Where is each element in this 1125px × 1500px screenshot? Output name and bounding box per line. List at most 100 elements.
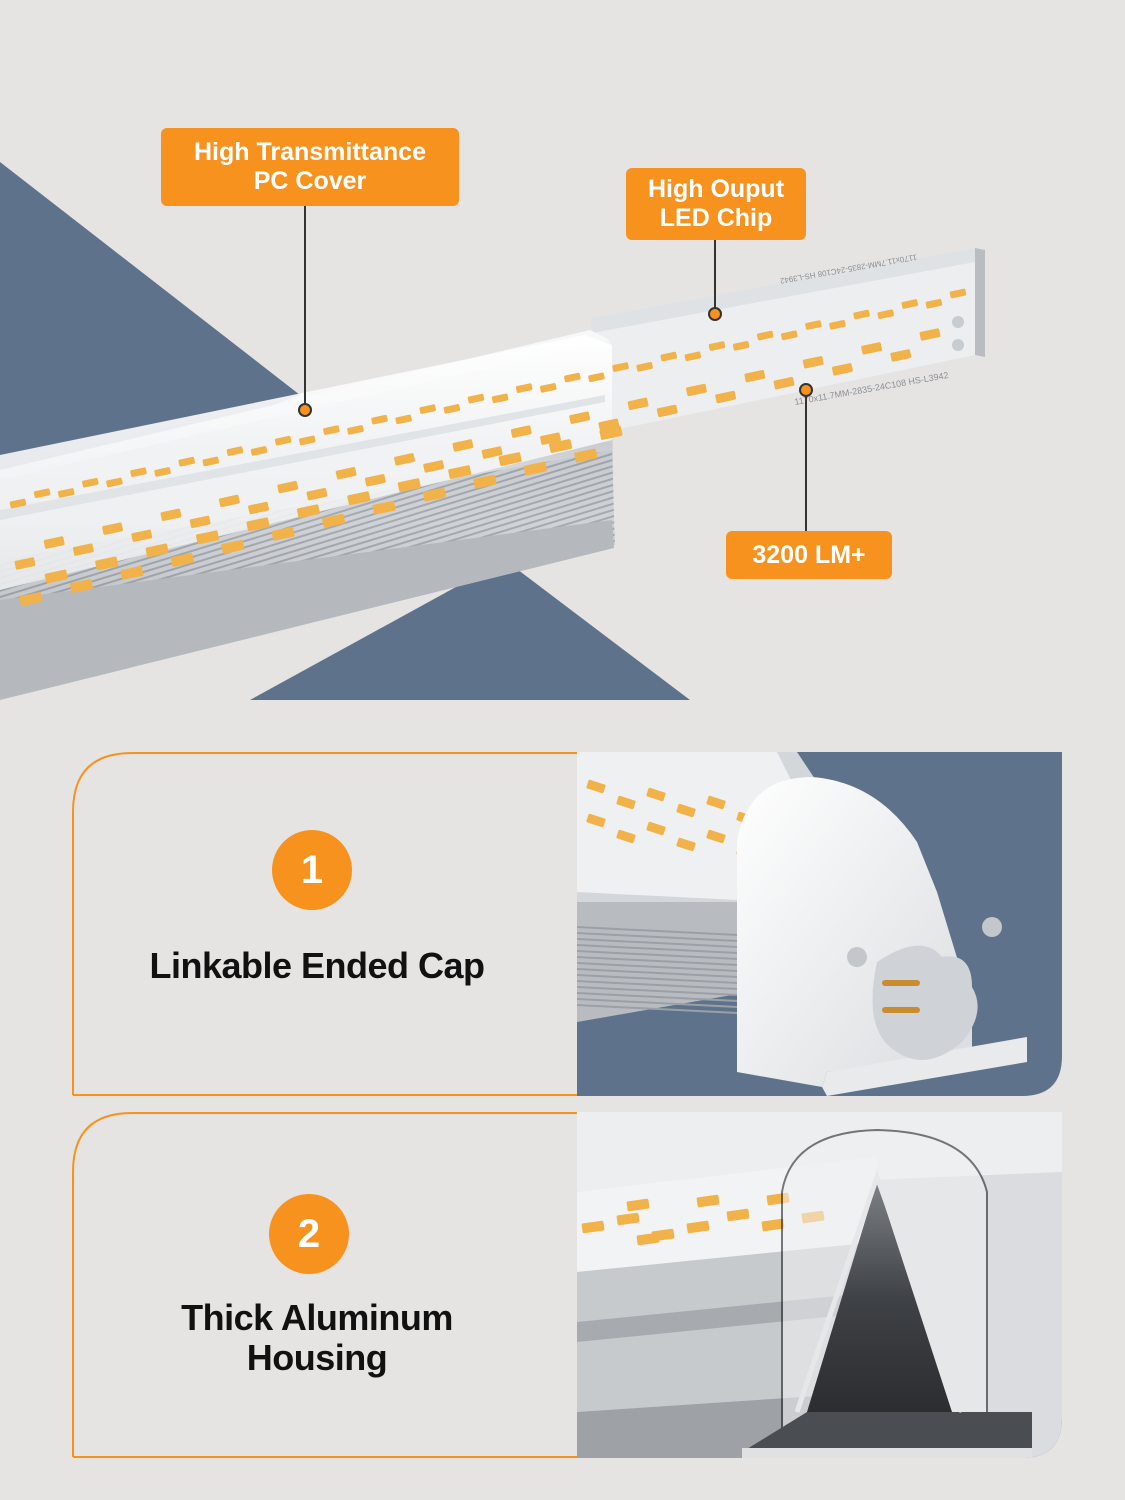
led-chip	[72, 543, 94, 556]
led-chip	[43, 536, 65, 549]
led-chip	[218, 494, 240, 508]
led-chip	[481, 446, 503, 459]
led-chip	[829, 319, 846, 330]
led-chip	[202, 456, 220, 467]
led-chip	[178, 456, 195, 467]
led-chip	[773, 376, 795, 390]
led-chip	[732, 340, 750, 351]
led-chip	[949, 288, 967, 299]
led-chip	[901, 299, 919, 309]
callout-led-chip: High Ouput LED Chip	[626, 168, 806, 240]
led-chip	[82, 477, 99, 488]
feature-1-text: 1 Linkable Ended Cap	[72, 752, 577, 1096]
feature-number-badge: 1	[272, 830, 352, 910]
led-chip	[588, 372, 605, 383]
led-chip	[196, 530, 220, 545]
led-chip	[443, 404, 461, 414]
led-chip	[395, 414, 412, 425]
led-chip	[347, 491, 371, 506]
end-cap-photo	[577, 752, 1062, 1096]
led-chip	[347, 425, 364, 435]
led-chip	[473, 474, 497, 489]
pin-icon	[882, 1007, 920, 1013]
feature-2-frame	[72, 1112, 997, 1458]
led-chip	[9, 498, 27, 509]
led-chip	[323, 425, 340, 435]
feature-title: Linkable Ended Cap	[72, 945, 562, 986]
led-chip	[540, 432, 561, 445]
led-chip	[676, 837, 696, 852]
led-chip	[656, 404, 678, 418]
led-chip	[676, 803, 696, 818]
led-chip	[616, 1212, 640, 1226]
led-chip	[57, 488, 75, 498]
led-chip	[761, 1218, 785, 1232]
led-chip	[423, 460, 445, 473]
led-chip	[515, 383, 533, 393]
led-chip	[802, 356, 824, 369]
led-chip	[612, 362, 629, 372]
led-chip	[372, 500, 396, 515]
aluminum-profile	[807, 1182, 952, 1412]
pc-cover	[0, 335, 612, 590]
feature-card-end-cap: 1 Linkable Ended Cap	[72, 752, 1062, 1096]
led-chip	[686, 383, 707, 397]
led-chip	[154, 467, 171, 477]
callout-pc-cover-line2: PC Cover	[253, 167, 367, 195]
led-chip	[248, 501, 269, 515]
led-chip-array	[9, 288, 967, 606]
led-chip	[296, 504, 320, 519]
led-chip	[586, 813, 606, 828]
feature-title-line: Housing	[246, 1337, 388, 1379]
led-chip	[14, 557, 36, 570]
led-chip	[805, 320, 822, 330]
callout-lumens-label: 3200 LM+	[752, 540, 866, 569]
callout-lumens: 3200 LM+	[726, 531, 892, 579]
feature-title: Thick Aluminum Housing	[72, 1297, 562, 1379]
led-chip	[306, 487, 328, 501]
led-chip	[636, 362, 653, 372]
led-chip	[599, 426, 623, 440]
led-chip	[574, 448, 598, 463]
led-chip	[277, 480, 299, 494]
led-chip	[660, 351, 678, 362]
housing-cross-section-photo	[577, 1112, 1062, 1458]
led-chip	[170, 552, 194, 567]
led-chip	[564, 372, 581, 383]
led-chip	[106, 477, 123, 488]
led-chip	[145, 543, 169, 558]
led-chip	[636, 1232, 660, 1246]
led-chip	[919, 328, 941, 341]
led-chip	[646, 821, 666, 836]
led-chip	[861, 342, 883, 355]
feature-title-line: Thick Aluminum	[181, 1297, 453, 1338]
led-chip	[44, 569, 68, 584]
led-chip	[756, 330, 774, 341]
led-chips-closeup	[581, 1192, 825, 1246]
led-chip	[419, 404, 437, 414]
led-chip	[452, 439, 474, 452]
led-chip	[686, 1220, 710, 1234]
led-chip	[322, 513, 346, 528]
led-chip	[539, 383, 557, 393]
led-chip	[364, 474, 386, 487]
led-chip	[708, 341, 726, 351]
led-chip	[271, 526, 295, 541]
led-chip	[33, 488, 51, 499]
feature-card-aluminum-housing: 2 Thick Aluminum Housing	[72, 1112, 1062, 1458]
pin-icon	[882, 980, 920, 986]
callout-pc-cover-line1: High Transmittance	[194, 138, 426, 167]
led-chip	[890, 349, 912, 362]
led-chip	[491, 393, 509, 404]
feature-number-badge: 2	[269, 1194, 349, 1274]
led-chip	[831, 363, 853, 376]
callout-leader-lines	[298, 206, 813, 531]
led-tube-illustration: 1170x11.7MM-2835-24C108 HS-L3942 1170x11…	[0, 0, 1125, 700]
led-chip	[397, 478, 421, 493]
led-chip	[569, 411, 591, 424]
led-chip	[744, 369, 766, 383]
feature-title-line: Linkable Ended Cap	[149, 945, 485, 986]
led-chip	[274, 435, 292, 446]
led-chip	[706, 795, 726, 810]
